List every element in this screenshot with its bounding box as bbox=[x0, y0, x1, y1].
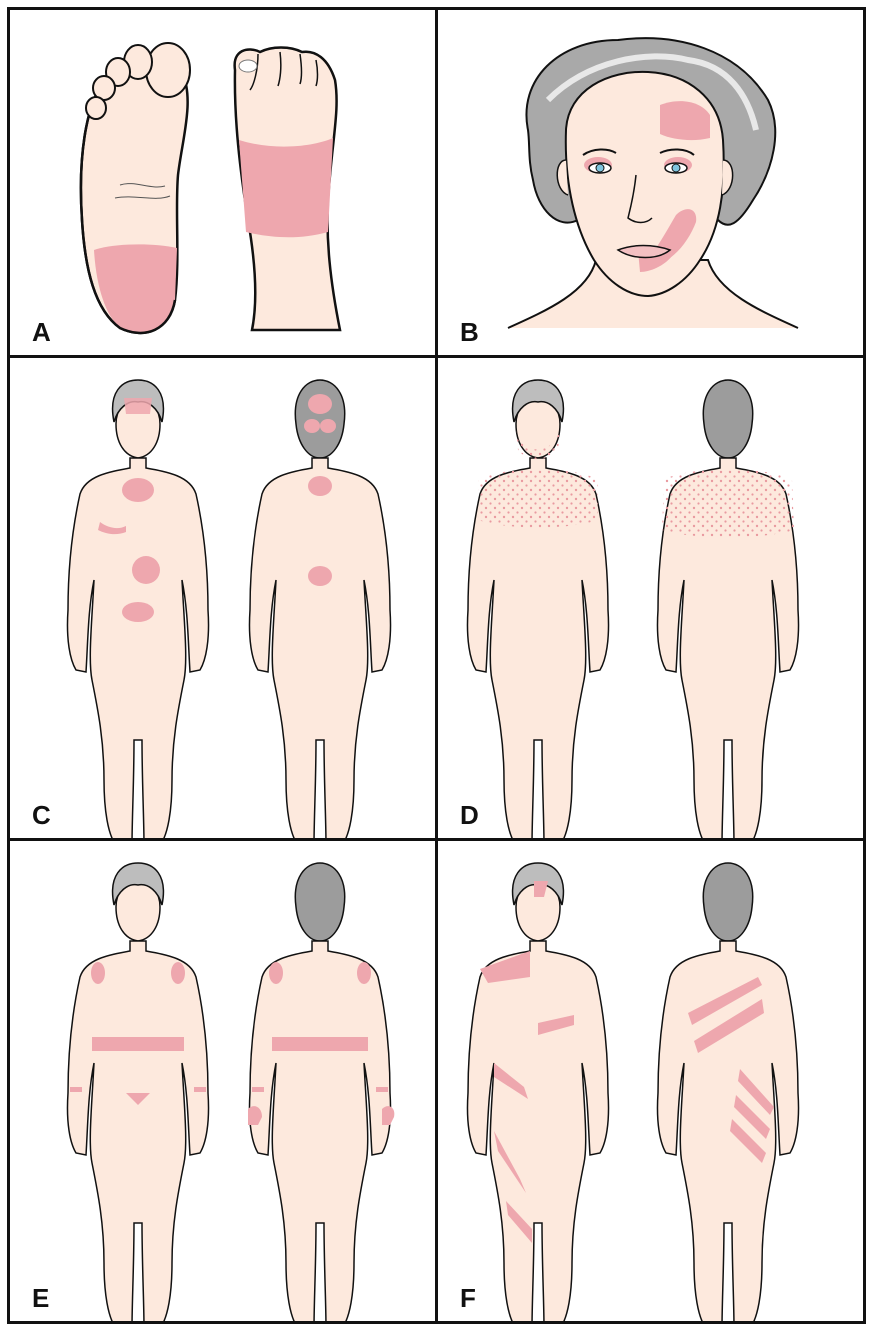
foot-sole bbox=[79, 42, 191, 335]
body-back-c bbox=[248, 379, 392, 838]
panel-d: D bbox=[435, 355, 866, 841]
panel-f: F bbox=[435, 838, 866, 1324]
body-illustration-f bbox=[466, 862, 800, 1321]
panel-c: C bbox=[7, 355, 438, 841]
body-back-d bbox=[656, 379, 800, 838]
foot-dorsum bbox=[233, 46, 342, 332]
body-illustration-d bbox=[466, 379, 800, 838]
panel-a: A bbox=[7, 7, 438, 358]
panel-e: E bbox=[7, 838, 438, 1324]
panel-label-a: A bbox=[32, 317, 51, 347]
panel-label-b: B bbox=[460, 317, 479, 347]
panel-b: B bbox=[435, 7, 866, 358]
panel-label-d: D bbox=[460, 800, 479, 830]
body-front-c bbox=[66, 379, 210, 838]
feet-illustration bbox=[79, 42, 342, 335]
body-front-f bbox=[466, 862, 610, 1321]
body-illustration-c bbox=[66, 379, 392, 838]
face bbox=[507, 37, 799, 329]
panel-label-e: E bbox=[32, 1283, 50, 1313]
panel-label-f: F bbox=[460, 1283, 476, 1313]
body-back-e bbox=[248, 862, 395, 1321]
body-back-f bbox=[656, 862, 800, 1321]
face-illustration bbox=[507, 37, 799, 329]
body-front-e bbox=[66, 862, 210, 1321]
body-front-d bbox=[466, 379, 610, 838]
body-illustration-e bbox=[66, 862, 395, 1321]
panel-label-c: C bbox=[32, 800, 51, 830]
